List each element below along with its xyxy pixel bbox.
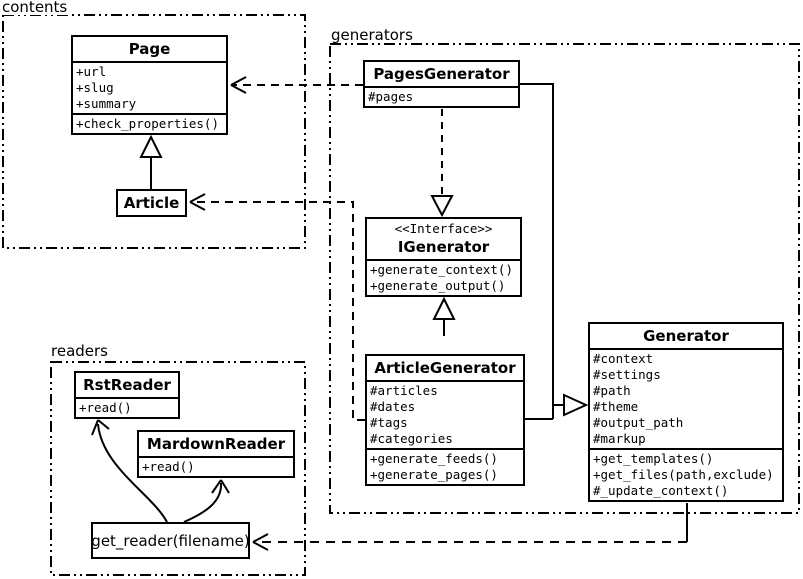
class-article: Article	[116, 189, 187, 217]
class-article-name: Article	[123, 194, 180, 212]
attribute: #path	[593, 383, 631, 398]
class-articlegenerator: ArticleGenerator #articles #dates #tags …	[365, 354, 525, 486]
method: +read()	[142, 459, 195, 474]
articlegenerator-igenerator-generalization-arrow	[432, 296, 456, 336]
getreader-mardownreader-arrow	[183, 479, 230, 523]
attribute: +slug	[76, 80, 114, 95]
class-page-name: Page	[128, 40, 171, 58]
method: +generate_output()	[370, 278, 506, 293]
contents-package-label: contents	[2, 0, 70, 16]
class-igenerator-methods: +generate_context() +generate_output()	[367, 259, 520, 295]
attribute: #pages	[368, 89, 414, 104]
class-articlegenerator-attributes: #articles #dates #tags #categories	[367, 380, 523, 448]
class-rstreader: RstReader +read()	[74, 371, 180, 419]
attribute: #output_path	[593, 415, 684, 430]
class-generator-name: Generator	[643, 327, 729, 345]
class-generator: Generator #context #settings #path #them…	[588, 322, 784, 502]
class-page-attributes: +url +slug +summary	[73, 61, 226, 113]
class-page-methods: +check_properties()	[73, 113, 226, 133]
attribute: #settings	[593, 367, 661, 382]
method: +get_templates()	[593, 451, 714, 466]
attribute: #tags	[370, 415, 408, 430]
class-mardownreader: MardownReader +read()	[137, 430, 295, 478]
pagesgenerator-igenerator-realization-arrow	[430, 109, 454, 218]
method: +check_properties()	[76, 116, 219, 131]
class-pagesgenerator: PagesGenerator #pages	[363, 60, 520, 108]
class-mardownreader-methods: +read()	[139, 456, 293, 476]
articlegenerator-article-dependency-arrow	[189, 193, 365, 421]
generator-getreader-dependency-arrow	[252, 503, 688, 551]
generators-package-border	[329, 43, 800, 514]
readers-package-label: readers	[51, 342, 110, 360]
method: +generate_feeds()	[370, 451, 498, 466]
class-igenerator: <<Interface>> IGenerator +generate_conte…	[365, 217, 522, 297]
class-articlegenerator-methods: +generate_feeds() +generate_pages()	[367, 448, 523, 484]
class-articlegenerator-name: ArticleGenerator	[374, 359, 516, 377]
method: +read()	[79, 400, 132, 415]
method: +get_files(path,exclude)	[593, 467, 774, 482]
function-get-reader: get_reader(filename)	[91, 522, 250, 559]
attribute: +url	[76, 64, 107, 79]
attribute: #categories	[370, 431, 453, 446]
class-igenerator-name: IGenerator	[397, 238, 490, 256]
method: +generate_context()	[370, 262, 513, 277]
class-rstreader-name: RstReader	[83, 376, 171, 394]
generators-generator-generalization-arrow	[520, 83, 589, 420]
attribute: #dates	[370, 399, 416, 414]
attribute: +summary	[76, 96, 137, 111]
article-extends-page-arrow	[139, 134, 163, 189]
class-page: Page +url +slug +summary +check_properti…	[71, 35, 228, 135]
method: #_update_context()	[593, 483, 729, 498]
method: +generate_pages()	[370, 467, 498, 482]
getreader-rstreader-arrow	[91, 419, 168, 523]
class-generator-methods: +get_templates() +get_files(path,exclude…	[590, 448, 782, 500]
attribute: #context	[593, 351, 654, 366]
class-pagesgenerator-name: PagesGenerator	[373, 65, 510, 83]
contents-package-border	[2, 14, 306, 249]
class-generator-attributes: #context #settings #path #theme #output_…	[590, 348, 782, 448]
class-mardownreader-name: MardownReader	[146, 435, 286, 453]
pagesgenerator-page-dependency-arrow	[230, 76, 363, 94]
class-rstreader-methods: +read()	[76, 397, 178, 417]
attribute: #markup	[593, 431, 646, 446]
attribute: #articles	[370, 383, 438, 398]
class-igenerator-stereotype: <<Interface>>	[394, 221, 493, 236]
readers-package-border	[50, 361, 306, 576]
generators-package-label: generators	[331, 26, 415, 44]
attribute: #theme	[593, 399, 639, 414]
class-pagesgenerator-attributes: #pages	[365, 86, 518, 106]
